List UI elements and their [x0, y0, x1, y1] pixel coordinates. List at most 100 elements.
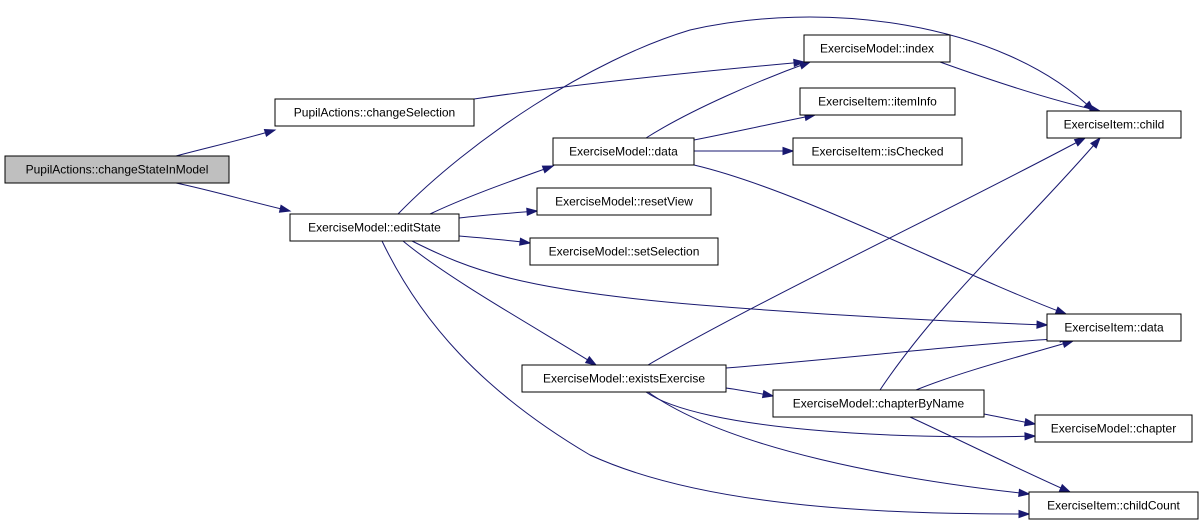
- node-box[interactable]: [274, 98, 475, 127]
- node-box[interactable]: [4, 155, 230, 184]
- node-box[interactable]: [772, 389, 985, 418]
- node-box[interactable]: [803, 34, 951, 63]
- edge-n1-n3: [473, 58, 806, 100]
- edge-line: [458, 235, 531, 244]
- arrowhead-icon: [1018, 509, 1031, 519]
- node-label: ExerciseItem::data: [1064, 321, 1164, 335]
- edge-n12-n11: [915, 339, 1075, 391]
- edge-n3-n10: [939, 61, 1102, 113]
- node-box[interactable]: [792, 137, 963, 166]
- node-n12[interactable]: ExerciseModel::chapterByName: [772, 389, 985, 418]
- node-box[interactable]: [1028, 491, 1199, 520]
- node-n2[interactable]: ExerciseModel::editState: [289, 213, 460, 242]
- node-label: ExerciseModel::index: [820, 42, 934, 56]
- edge-line: [939, 61, 1101, 112]
- node-label: ExerciseModel::resetView: [555, 195, 693, 209]
- edge-n4-n8: [693, 112, 817, 141]
- edge-n2-n4: [429, 165, 555, 215]
- arrowhead-icon: [761, 389, 775, 399]
- edge-line: [175, 182, 291, 212]
- node-n5[interactable]: ExerciseModel::resetView: [536, 187, 712, 216]
- edge-line: [645, 61, 811, 139]
- arrowhead-icon: [541, 165, 555, 174]
- node-label: PupilActions::changeStateInModel: [26, 163, 209, 177]
- arrowhead-icon: [1024, 432, 1037, 441]
- arrowhead-icon: [1036, 320, 1049, 329]
- node-box[interactable]: [521, 364, 727, 393]
- node-n8[interactable]: ExerciseItem::itemInfo: [799, 87, 956, 116]
- node-box[interactable]: [1034, 414, 1193, 443]
- edge-n7-n12: [725, 387, 775, 399]
- edge-n2-n5: [458, 207, 539, 219]
- arrowhead-icon: [782, 146, 795, 156]
- edge-n7-n10: [647, 137, 1087, 366]
- arrowhead-icon: [1023, 418, 1037, 427]
- node-n6[interactable]: ExerciseModel::setSelection: [529, 237, 719, 266]
- node-box[interactable]: [289, 213, 460, 242]
- node-label: ExerciseModel::setSelection: [549, 245, 700, 259]
- node-n7[interactable]: ExerciseModel::existsExercise: [521, 364, 727, 393]
- edge-n4-n11: [693, 164, 1068, 315]
- node-box[interactable]: [529, 237, 719, 266]
- edge-line: [175, 129, 276, 157]
- node-layer: PupilActions::changeStateInModel PupilAct…: [4, 34, 1199, 520]
- arrowhead-icon: [1089, 136, 1101, 149]
- arrowhead-icon: [519, 237, 532, 246]
- arrowhead-icon: [526, 207, 539, 217]
- node-box[interactable]: [552, 137, 695, 166]
- edge-n7-n13: [645, 391, 1037, 441]
- node-box[interactable]: [1046, 110, 1182, 139]
- node-n10[interactable]: ExerciseItem::child: [1046, 110, 1182, 139]
- arrowhead-icon: [278, 204, 292, 213]
- edge-line: [381, 240, 1030, 515]
- node-n0[interactable]: PupilActions::changeStateInModel: [4, 155, 230, 184]
- node-label: ExerciseItem::child: [1064, 118, 1165, 132]
- edge-n0-n2: [175, 182, 292, 213]
- node-label: ExerciseModel::data: [569, 145, 678, 159]
- node-box[interactable]: [799, 87, 956, 116]
- arrowhead-icon: [798, 61, 812, 70]
- edge-n0-n1: [175, 128, 277, 157]
- arrowhead-icon: [584, 355, 598, 366]
- edge-n2-n7: [402, 240, 598, 366]
- edge-line: [647, 391, 1030, 495]
- node-label: ExerciseModel::existsExercise: [543, 372, 705, 386]
- edge-line: [411, 240, 1048, 326]
- node-label: ExerciseItem::isChecked: [811, 145, 943, 159]
- node-box[interactable]: [536, 187, 712, 216]
- edge-line: [458, 210, 538, 219]
- node-label: ExerciseItem::itemInfo: [818, 95, 937, 109]
- arrowhead-icon: [793, 58, 806, 68]
- arrowhead-icon: [1058, 483, 1072, 493]
- arrowhead-icon: [1054, 306, 1068, 315]
- edge-line: [397, 16, 1095, 215]
- edge-line: [879, 137, 1101, 391]
- node-n3[interactable]: ExerciseModel::index: [803, 34, 951, 63]
- edge-line: [645, 391, 1036, 438]
- edge-n4-n3: [645, 61, 812, 139]
- edge-n7-n11: [725, 334, 1072, 369]
- arrowhead-icon: [263, 128, 277, 138]
- edge-n7-n14: [647, 391, 1031, 498]
- node-n9[interactable]: ExerciseItem::isChecked: [792, 137, 963, 166]
- edge-n2-n14: [381, 240, 1031, 519]
- node-n11[interactable]: ExerciseItem::data: [1046, 313, 1182, 342]
- edge-n12-n10: [879, 136, 1101, 391]
- edge-line: [915, 340, 1074, 391]
- edge-n12-n13: [983, 413, 1037, 427]
- edge-line: [647, 137, 1086, 366]
- edge-line: [909, 416, 1071, 493]
- edge-n4-n9: [694, 146, 795, 156]
- node-label: ExerciseModel::chapterByName: [793, 397, 965, 411]
- node-box[interactable]: [1046, 313, 1182, 342]
- node-label: ExerciseItem::childCount: [1047, 499, 1180, 513]
- edge-line: [473, 61, 805, 100]
- node-n4[interactable]: ExerciseModel::data: [552, 137, 695, 166]
- node-n14[interactable]: ExerciseItem::childCount: [1028, 491, 1199, 520]
- node-n13[interactable]: ExerciseModel::chapter: [1034, 414, 1193, 443]
- edge-line: [725, 337, 1071, 369]
- edge-line: [429, 165, 554, 215]
- edge-line: [693, 114, 816, 141]
- node-n1[interactable]: PupilActions::changeSelection: [274, 98, 475, 127]
